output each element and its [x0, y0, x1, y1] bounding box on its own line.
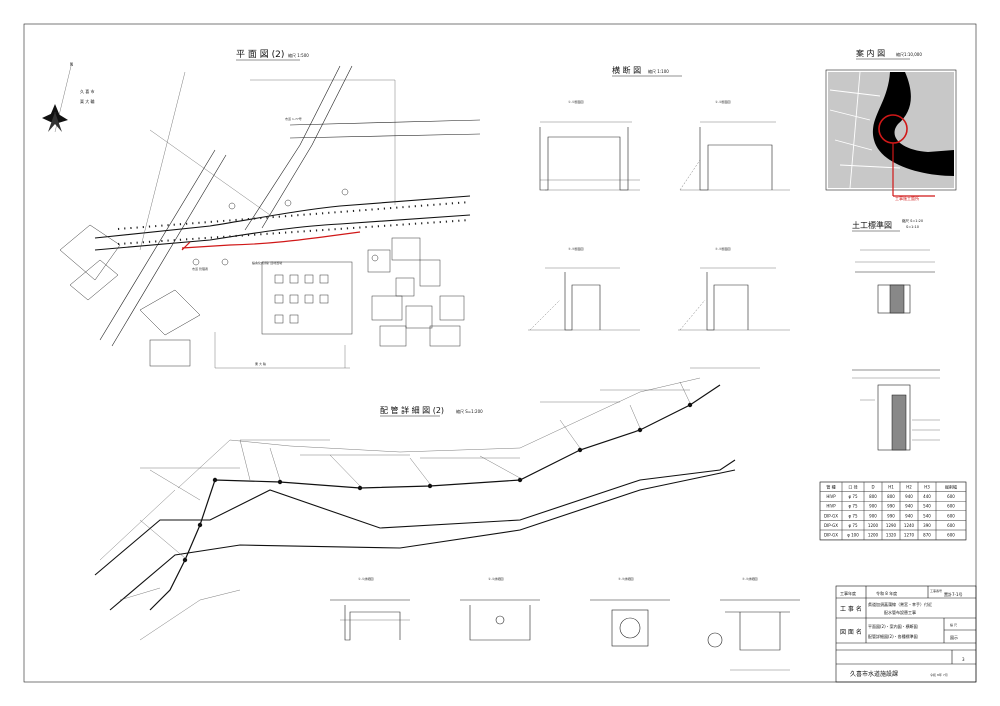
table-cell: 940 — [905, 513, 913, 518]
table-cell: φ 75 — [849, 513, 858, 518]
drawing-value-1: 平面図(2)・案内図・横断図 — [868, 623, 918, 629]
earthwork-standard: 土工標準図 縮尺 S=1:20 S=1:10 — [852, 218, 940, 451]
section-3-tag: ③-③断面図 — [568, 246, 583, 251]
table-cell: HIVP — [826, 494, 836, 499]
name-label: 工 事 名 — [840, 605, 862, 613]
plan-view: 平 面 図 (2) 縮尺 1:500 N 久 喜 市 栗 大 輪 — [42, 49, 481, 369]
table-cell: 540 — [923, 513, 931, 518]
table-cell: 1200 — [868, 523, 879, 528]
table-header-cell: 管 種 — [826, 484, 835, 490]
detail-4-tag: ④-④詳細図 — [742, 576, 757, 581]
year-value: 令和 8 年度 — [876, 590, 897, 596]
sheet-number: 3 — [962, 657, 965, 662]
table-cell: 940 — [905, 504, 913, 509]
detail-1-tag: ①-①詳細図 — [358, 576, 373, 581]
plan-scale: 縮尺 1:500 — [288, 52, 309, 58]
drawing-value-2: 配管詳細図(2)・各種標準図 — [868, 633, 918, 639]
building-label: 縮舎化成(株) 資材置場 — [252, 260, 282, 265]
table-header-cell: H2 — [906, 485, 912, 490]
table-cell: 940 — [905, 494, 913, 499]
table-cell: 1270 — [904, 533, 915, 538]
table-cell: φ 100 — [847, 533, 859, 538]
table-cell: DIP-GX — [824, 513, 838, 518]
location-map-title: 案 内 図 — [856, 48, 885, 58]
detail-pipe-line — [149, 384, 721, 611]
table-header-cell: 掘削幅 — [945, 484, 957, 490]
detail-3-tag: ③-③詳細図 — [618, 576, 633, 581]
piping-scale: 縮尺 S=1:200 — [456, 408, 483, 414]
piping-title: 配 管 詳 細 図 (2) — [380, 405, 444, 415]
name-value-1: 県道加須菖蒲線（鷲宮・幸手）付近 — [868, 601, 932, 607]
road-note: 市道 管理者 — [192, 266, 208, 271]
drawing-label: 図 面 名 — [840, 628, 862, 636]
table-cell: 1320 — [886, 533, 897, 538]
table-cell: 440 — [923, 494, 931, 499]
table-cell: 990 — [887, 513, 895, 518]
svg-text:N: N — [70, 62, 73, 67]
table-cell: 540 — [923, 504, 931, 509]
earthwork-scale-2: S=1:10 — [906, 225, 919, 229]
scale-value: 図示 — [950, 635, 958, 640]
pipe-route — [181, 231, 361, 249]
table-cell: HIVP — [826, 504, 836, 509]
table-header-cell: D — [871, 485, 874, 490]
table-cell: 1290 — [886, 523, 897, 528]
table-cell: 600 — [947, 494, 955, 499]
drawing-date: 令和 8年 7月 — [930, 672, 948, 677]
table-cell: 800 — [887, 494, 895, 499]
office-name: 久喜市水道施設課 — [850, 670, 898, 678]
site-label: 工事施工箇所 — [895, 195, 919, 201]
section-4-tag: ④-④断面図 — [715, 246, 730, 251]
no-label: 工事番号 — [930, 588, 942, 593]
table-header-cell: H3 — [924, 485, 930, 490]
table-cell: 600 — [947, 513, 955, 518]
table-cell: DIP-GX — [824, 533, 838, 538]
table-cell: 390 — [923, 523, 931, 528]
table-cell: 600 — [947, 533, 955, 538]
north-arrow-icon: N — [42, 61, 73, 133]
plan-site-label: 栗 大 輪 — [255, 361, 266, 366]
piping-detail: 配 管 詳 細 図 (2) 縮尺 S=1:200 — [94, 367, 760, 641]
no-value: 置計7-1号 — [944, 591, 963, 597]
detail-sections: ①-①詳細図 ②-②詳細図 ③-③詳細図 ④-④詳細図 — [330, 576, 800, 671]
table-cell: φ 75 — [849, 504, 858, 509]
table-cell: DIP-GX — [824, 523, 838, 528]
table-cell: 990 — [887, 504, 895, 509]
cross-section-view: 横 断 図 縮尺 1:100 ①-①断面図 ②-②断面図 ③-③断面図 ④-④断… — [528, 65, 790, 331]
table-header-cell: H1 — [888, 485, 894, 490]
table-cell: φ 75 — [849, 494, 858, 499]
year-label: 工事年度 — [840, 590, 856, 596]
svg-text:市道 1-77号: 市道 1-77号 — [285, 116, 302, 121]
scale-label: 縮 尺 — [950, 622, 957, 627]
table-cell: φ 75 — [849, 523, 858, 528]
table-cell: 1240 — [904, 523, 915, 528]
table-cell: 600 — [947, 504, 955, 509]
sheet-border — [23, 23, 977, 683]
title-block: 工事年度 令和 8 年度 工事番号 置計7-1号 工 事 名 県道加須菖蒲線（鷲… — [835, 585, 977, 683]
north-label-1: 久 喜 市 — [80, 88, 95, 94]
table-cell: 870 — [923, 533, 931, 538]
detail-2-tag: ②-②詳細図 — [488, 576, 503, 581]
table-cell-border — [935, 529, 967, 540]
location-map: 案 内 図 縮尺1:10,000 工事施工箇所 — [825, 48, 957, 201]
plan-title: 平 面 図 (2) — [236, 49, 284, 60]
earthwork-title: 土工標準図 — [852, 220, 892, 230]
name-value-2: 配水管布設替工事 — [884, 609, 916, 615]
table-cell: 900 — [869, 513, 877, 518]
location-map-scale: 縮尺1:10,000 — [896, 51, 922, 57]
section-2-tag: ②-②断面図 — [715, 99, 730, 104]
cross-section-title: 横 断 図 — [612, 65, 641, 75]
cross-section-scale: 縮尺 1:100 — [648, 68, 669, 74]
section-1-tag: ①-①断面図 — [568, 99, 583, 104]
earthwork-scale-1: 縮尺 S=1:20 — [902, 218, 923, 223]
table-cell: 900 — [869, 504, 877, 509]
table-cell: 800 — [869, 494, 877, 499]
north-label-2: 栗 大 輪 — [80, 98, 95, 104]
table-cell: 600 — [947, 523, 955, 528]
table-cell: 1200 — [868, 533, 879, 538]
table-header-cell: 口 径 — [848, 484, 857, 490]
